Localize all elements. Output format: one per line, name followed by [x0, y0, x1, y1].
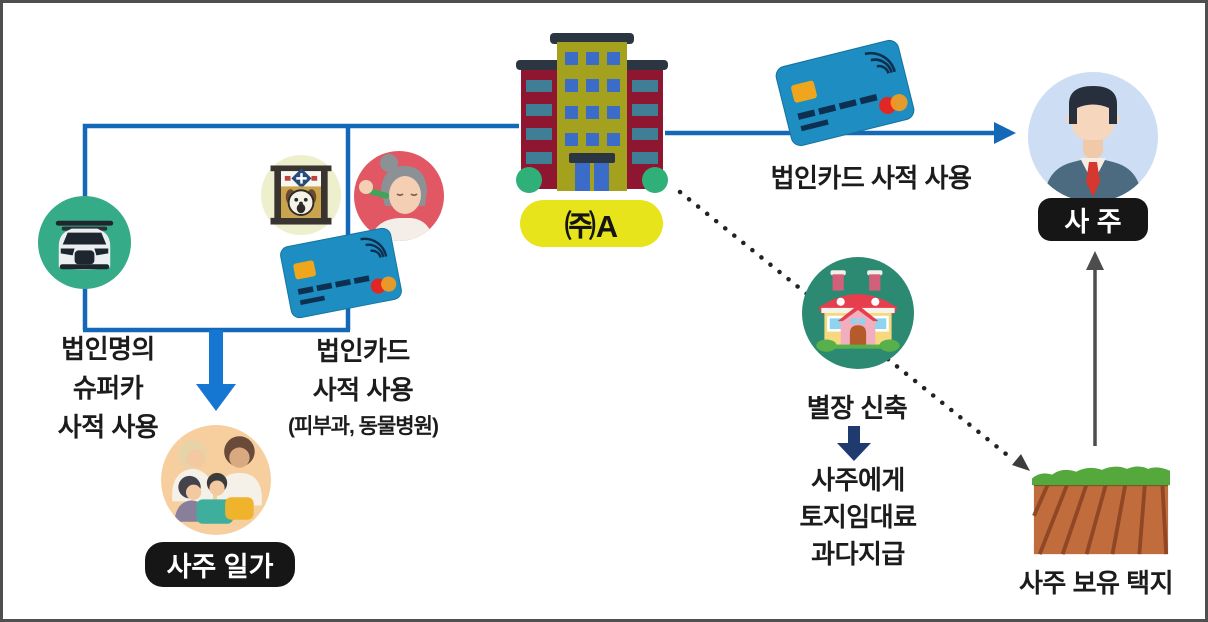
villa-house-icon: [802, 257, 914, 369]
family-icon: [161, 425, 271, 535]
flow-card-family-note: (피부과, 동물병원): [288, 415, 439, 438]
flow-card-owner-label: 법인카드 사적 사용: [770, 163, 972, 193]
flow-land-rent-line2: 토지임대료: [799, 502, 917, 532]
flow-land-rent-label: 사주에게 토지임대료 과다지급: [771, 462, 945, 573]
plowed-field-icon: [1032, 466, 1170, 555]
businessman-icon: [1028, 72, 1158, 202]
flow-land-rent-line3: 과다지급: [811, 539, 905, 569]
family-label: 사주 일가: [145, 542, 295, 587]
flow-land-rent-line1: 사주에게: [811, 465, 905, 495]
flow-supercar-line3: 사적 사용: [57, 412, 159, 442]
flow-supercar-line1: 법인명의: [61, 334, 155, 364]
arrow-down-villa: [837, 426, 871, 461]
owner-label: 사 주: [1038, 198, 1148, 241]
credit-card-icon: [775, 39, 915, 147]
flow-card-family-line1: 법인카드: [316, 336, 410, 366]
arrow-down-to-family: [196, 330, 236, 411]
supercar-icon: [37, 195, 132, 290]
flow-supercar-label: 법인명의 슈퍼카 사적 사용: [25, 330, 191, 447]
animal-hospital-sign-icon: [261, 155, 341, 235]
flow-supercar-line2: 슈퍼카: [72, 373, 144, 403]
dotted-arrow-company-to-land: [677, 189, 1030, 471]
credit-card-icon: [280, 227, 402, 319]
land-label: 사주 보유 택지: [1019, 568, 1173, 598]
flow-card-family-line2: 사적 사용: [312, 375, 414, 405]
villa-label: 별장 신축: [806, 393, 908, 423]
flow-card-family-label: 법인카드 사적 사용 (피부과, 동물병원): [281, 332, 445, 442]
building-icon: [516, 33, 668, 193]
arrow-land-to-owner: [1086, 251, 1104, 446]
company-label: ㈜A: [520, 200, 663, 247]
